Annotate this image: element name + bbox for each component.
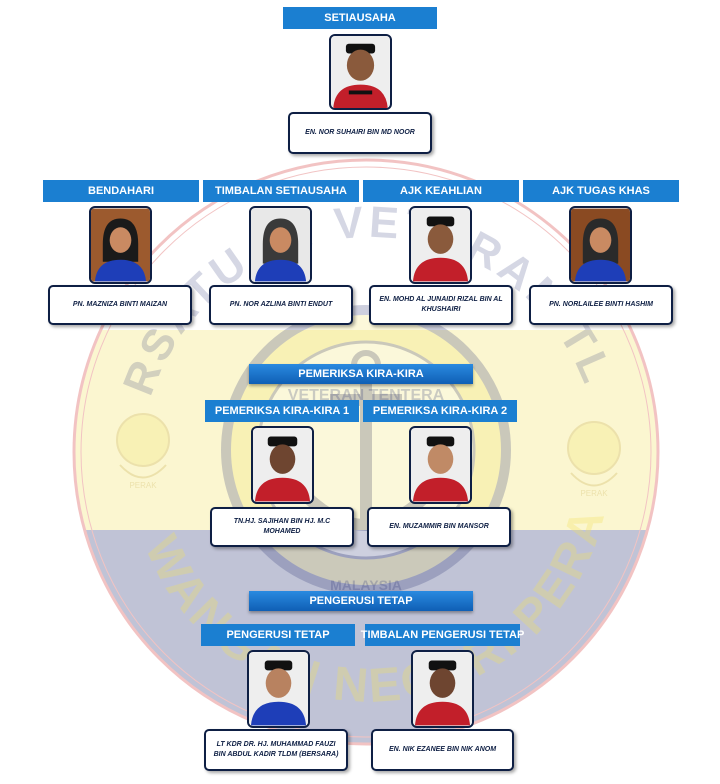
pemeriksa-section-title: PEMERIKSA KIRA-KIRA: [249, 364, 473, 384]
timbalan-pengerusi-photo: [411, 650, 474, 728]
person-photo-icon: [91, 208, 150, 282]
ajk-tugas-khas-name: PN. NORLAILEE BINTI HASHIM: [529, 285, 673, 325]
ajk-keahlian-name: EN. MOHD AL JUNAIDI RIZAL BIN AL KHUSHAI…: [369, 285, 513, 325]
perak-crest-left-icon: [116, 413, 170, 479]
person-photo-icon: [411, 428, 470, 502]
timbalan-pengerusi-title: TIMBALAN PENGERUSI TETAP: [361, 624, 524, 646]
ajk-tugas-khas-title: AJK TUGAS KHAS: [523, 180, 679, 202]
pemeriksa-1-photo: [251, 426, 314, 504]
timbalan-setiausaha-title: TIMBALAN SETIAUSAHA: [203, 180, 359, 202]
pengerusi-section-title: PENGERUSI TETAP: [249, 591, 473, 611]
setiausaha-name: EN. NOR SUHAIRI BIN MD NOOR: [288, 112, 432, 154]
timbalan-setiausaha-photo: [249, 206, 312, 284]
person-photo-icon: [249, 652, 308, 726]
setiausaha-title: SETIAUSAHA: [283, 7, 437, 29]
timbalan-pengerusi-name: EN. NIK EZANEE BIN NIK ANOM: [371, 729, 514, 771]
pemeriksa-1-name: TN.HJ. SAJIHAN BIN HJ. M.C MOHAMED: [210, 507, 354, 547]
pengerusi-tetap-title: PENGERUSI TETAP: [201, 624, 355, 646]
timbalan-setiausaha-name: PN. NOR AZLINA BINTI ENDUT: [209, 285, 353, 325]
ajk-keahlian-title: AJK KEAHLIAN: [363, 180, 519, 202]
person-photo-icon: [411, 208, 470, 282]
pemeriksa-2-title: PEMERIKSA KIRA-KIRA 2: [363, 400, 517, 422]
bendahari-name: PN. MAZNIZA BINTI MAIZAN: [48, 285, 192, 325]
bendahari-title: BENDAHARI: [43, 180, 199, 202]
pemeriksa-2-photo: [409, 426, 472, 504]
bendahari-photo: [89, 206, 152, 284]
svg-text:PERAK: PERAK: [580, 489, 608, 498]
pemeriksa-1-title: PEMERIKSA KIRA-KIRA 1: [205, 400, 359, 422]
ajk-keahlian-photo: [409, 206, 472, 284]
svg-text:MALAYSIA: MALAYSIA: [330, 577, 402, 593]
svg-text:PERAK: PERAK: [129, 481, 157, 490]
person-photo-icon: [251, 208, 310, 282]
perak-crest-right-icon: [567, 421, 621, 487]
person-photo-icon: [331, 36, 390, 108]
pengerusi-tetap-name: LT KDR DR. HJ. MUHAMMAD FAUZI BIN ABDUL …: [204, 729, 348, 771]
setiausaha-photo: [329, 34, 392, 110]
ajk-tugas-khas-photo: [569, 206, 632, 284]
pengerusi-tetap-photo: [247, 650, 310, 728]
person-photo-icon: [413, 652, 472, 726]
person-photo-icon: [571, 208, 630, 282]
person-photo-icon: [253, 428, 312, 502]
pemeriksa-2-name: EN. MUZAMMIR BIN MANSOR: [367, 507, 511, 547]
svg-text:VETERAN TENTERA: VETERAN TENTERA: [288, 387, 445, 404]
